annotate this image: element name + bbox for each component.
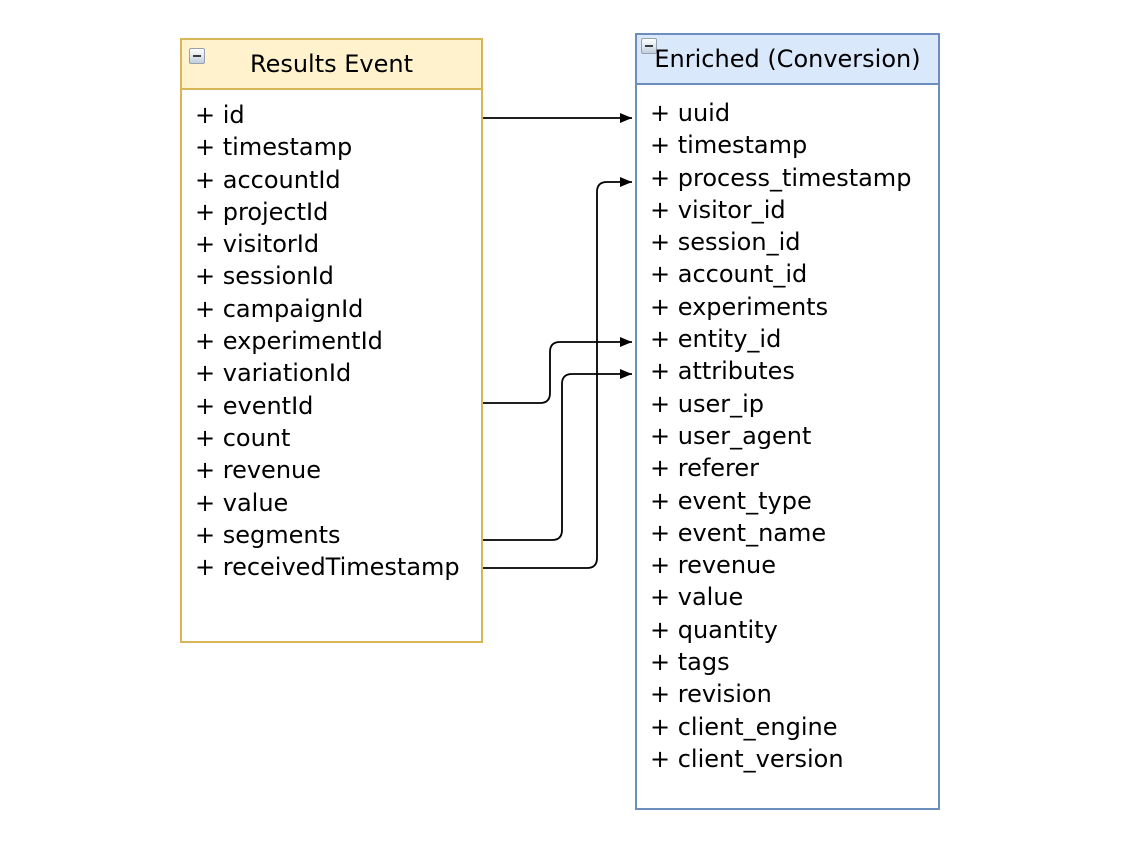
entity-field: + value xyxy=(195,488,289,517)
entity-field: + visitorId xyxy=(195,230,320,259)
entity-field: + timestamp xyxy=(195,133,353,162)
connector-eventid-to-entity-id xyxy=(483,337,632,404)
entity-title: Enriched (Conversion) xyxy=(654,45,921,73)
entity-enriched-conversion-fields: + uuid + timestamp + process_timestamp + vi… xyxy=(637,85,938,775)
entity-field: + client_engine xyxy=(650,712,838,741)
entity-field: + referer xyxy=(650,454,760,483)
entity-field: + attributes xyxy=(650,357,795,386)
minus-glyph xyxy=(193,54,201,58)
entity-field: + tags xyxy=(650,648,730,677)
connector-receivedtimestamp-to-process-timestamp xyxy=(483,177,632,569)
entity-field: + quantity xyxy=(650,615,778,644)
entity-title: Results Event xyxy=(249,50,414,78)
entity-field: + receivedTimestamp xyxy=(195,553,460,582)
entity-results-event-fields: + id + timestamp + accountId + projectId + v… xyxy=(182,90,481,583)
entity-field: + user_agent xyxy=(650,421,812,450)
entity-field: + event_name xyxy=(650,518,827,547)
entity-field: + sessionId xyxy=(195,262,334,291)
entity-field: + process_timestamp xyxy=(650,163,912,192)
entity-field: + event_type xyxy=(650,486,812,515)
entity-field: + revenue xyxy=(650,551,776,580)
entity-field: + accountId xyxy=(195,165,341,194)
entity-results-event[interactable]: Results Event + id + timestamp + accountId… xyxy=(180,38,483,643)
entity-enriched-conversion-header: Enriched (Conversion) xyxy=(637,35,938,85)
collapse-minus-icon[interactable] xyxy=(641,38,657,54)
entity-field: + id xyxy=(195,101,245,129)
entity-results-event-header: Results Event xyxy=(182,40,481,90)
entity-field: + account_id xyxy=(650,260,808,289)
entity-field: + segments xyxy=(195,520,341,549)
connector-segments-to-attributes xyxy=(483,369,632,541)
entity-field: + user_ip xyxy=(650,389,764,418)
entity-field: + variationId xyxy=(195,359,352,388)
entity-field: + session_id xyxy=(650,228,801,257)
entity-field: + client_version xyxy=(650,744,844,773)
entity-field: + uuid xyxy=(650,99,731,127)
entity-field: + revision xyxy=(650,680,772,709)
entity-field: + count xyxy=(195,423,291,452)
entity-field: + eventId xyxy=(195,391,314,420)
minus-glyph xyxy=(645,44,653,48)
entity-field: + revenue xyxy=(195,456,321,485)
entity-field: + projectId xyxy=(195,197,329,226)
entity-enriched-conversion[interactable]: Enriched (Conversion) + uuid+ timestamp+… xyxy=(635,33,940,810)
entity-field: + value xyxy=(650,583,744,612)
entity-field: + campaignId xyxy=(195,294,364,323)
entity-field: + experimentId xyxy=(195,327,383,356)
entity-field: + entity_id xyxy=(650,325,782,354)
entity-field: + experiments xyxy=(650,292,829,321)
entity-field: + visitor_id xyxy=(650,195,786,224)
entity-field: + timestamp xyxy=(650,131,808,160)
collapse-minus-icon[interactable] xyxy=(189,48,205,64)
